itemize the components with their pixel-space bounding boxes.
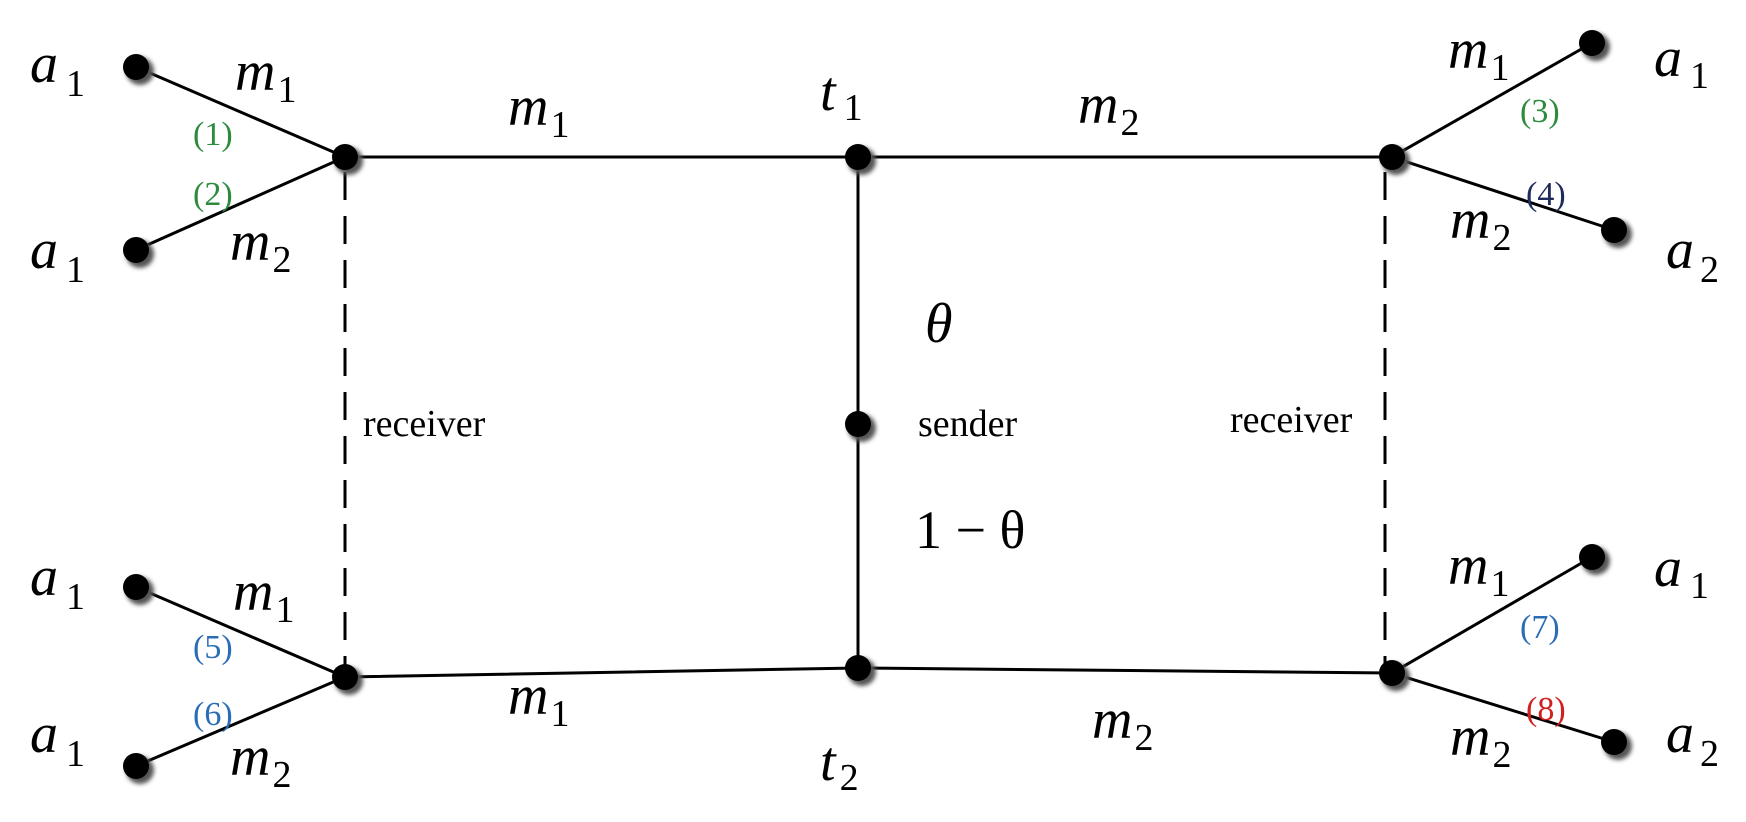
receiver-label-left: receiver [363, 403, 486, 445]
node-decision-br [1379, 660, 1410, 691]
terminal-tl-upper [123, 54, 154, 85]
msg-label-tr-upper: m1 [1448, 19, 1509, 89]
edge-label-bottom-right: m2 [1092, 689, 1153, 759]
edge-label-top-right: m2 [1078, 74, 1139, 144]
outcome-number-8: (8) [1526, 691, 1566, 728]
prob-one-minus-theta: 1 − θ [915, 500, 1025, 560]
edge-bottom-left [343, 666, 860, 679]
edge-tr-lower [1390, 155, 1616, 232]
node-nature [845, 411, 876, 442]
outcome-number-7: (7) [1520, 609, 1560, 646]
terminal-tr-lower [1601, 217, 1632, 248]
node-decision-tl [332, 144, 363, 175]
edge-label-top-left: m1 [508, 76, 569, 146]
outcome-number-3: (3) [1520, 93, 1560, 130]
edge-tl-upper [134, 65, 347, 159]
edge-bottom-right [856, 666, 1394, 675]
terminal-br-upper [1579, 544, 1610, 575]
edge-tr-upper [1390, 41, 1594, 159]
msg-label-br-lower: m2 [1450, 706, 1511, 776]
tree-edges [134, 41, 1616, 768]
edge-br-upper [1390, 555, 1594, 675]
terminal-tr-upper [1579, 30, 1610, 61]
edge-br-lower [1390, 671, 1616, 744]
msg-label-tl-lower: m2 [230, 211, 291, 281]
node-decision-bl [332, 664, 363, 695]
outcome-number-4: (4) [1526, 176, 1566, 213]
outcome-number-1: (1) [193, 116, 233, 153]
sender-label: sender [918, 403, 1018, 445]
receiver-label-right: receiver [1230, 399, 1353, 441]
information-sets [343, 172, 1387, 667]
outcome-number-2: (2) [193, 176, 233, 213]
node-decision-tr [1379, 144, 1410, 175]
prob-theta: θ [925, 293, 953, 355]
terminal-bl-upper [123, 574, 154, 605]
edge-label-bottom-left: m1 [508, 665, 569, 735]
node-t2 [845, 655, 876, 686]
outcome-number-6: (6) [193, 696, 233, 733]
outcome-number-5: (5) [193, 629, 233, 666]
edge-tl-lower [134, 155, 347, 252]
msg-label-bl-lower: m2 [230, 726, 291, 796]
msg-label-br-upper: m1 [1448, 535, 1509, 605]
terminal-br-lower [1601, 729, 1632, 760]
terminal-bl-lower [123, 753, 154, 784]
terminal-tl-lower [123, 237, 154, 268]
msg-label-tl-upper: m1 [235, 41, 296, 111]
msg-label-bl-upper: m1 [233, 561, 294, 631]
edge-bl-upper [134, 585, 347, 679]
edge-bl-lower [134, 675, 347, 768]
node-t1 [845, 144, 876, 175]
msg-label-tr-lower: m2 [1450, 189, 1511, 259]
tree-nodes [123, 30, 1632, 784]
